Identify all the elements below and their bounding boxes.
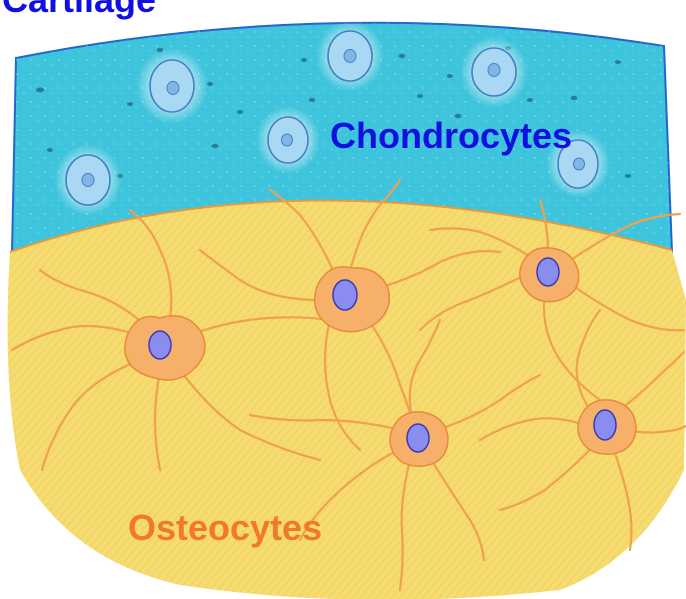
osteocytes-label: Osteocytes <box>128 510 322 546</box>
chondrocyte-cell-icon <box>136 48 208 124</box>
chondrocyte-cell-icon <box>316 20 384 92</box>
osteocyte-cell-icon <box>390 412 448 466</box>
osteocyte-cell-icon <box>125 316 205 380</box>
bone-layer <box>8 180 686 599</box>
chondrocytes-label: Chondrocytes <box>330 118 572 154</box>
chondrocyte-cell-icon <box>54 144 122 216</box>
chondrocyte-cell-icon <box>460 36 528 108</box>
cartilage-title: Cartilage <box>2 0 156 18</box>
osteocyte-cell-icon <box>578 400 636 454</box>
osteocyte-cell-icon <box>315 267 390 332</box>
chondrocyte-cell-icon <box>256 106 320 174</box>
osteocyte-cell-icon <box>520 248 579 302</box>
